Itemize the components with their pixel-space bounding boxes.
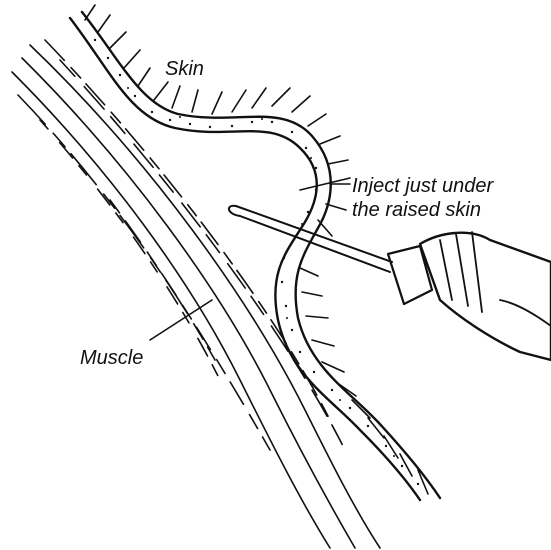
- syringe-hub: [388, 246, 432, 304]
- muscle-leader: [150, 300, 212, 340]
- inject-label-line2: the raised skin: [352, 199, 481, 221]
- skin-layer: [70, 12, 440, 500]
- syringe-barrel: [420, 233, 551, 360]
- leader-lines: [150, 178, 350, 340]
- muscle-label: Muscle: [80, 347, 143, 369]
- inject-label-line1: Inject just under: [352, 175, 495, 197]
- skin-label: Skin: [165, 58, 204, 80]
